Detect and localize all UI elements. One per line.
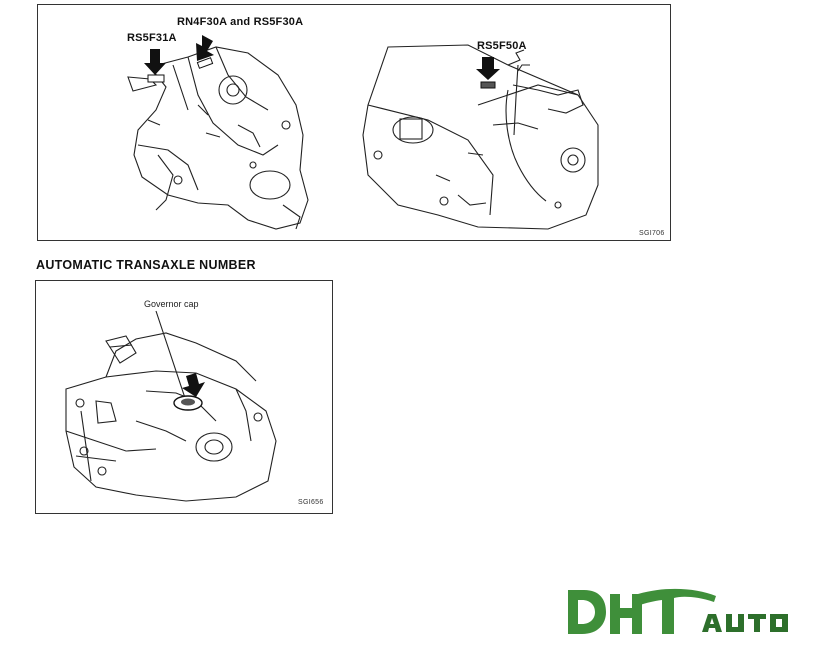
label-rn4f30a-rs5f30a: RN4F30A and RS5F30A: [177, 16, 304, 28]
left-transaxle-drawing: [127, 35, 599, 230]
dhtauto-logo: [568, 588, 788, 634]
governor-cap-callout: Governor cap: [144, 299, 199, 309]
figure-code-bottom: SGI656: [298, 499, 324, 506]
arrow-icon-rs5f31a: [144, 49, 166, 75]
manual-transaxle-figure: RN4F30A and RS5F30A RS5F31A RS5F50A SGI7…: [37, 4, 671, 241]
arrow-icon-rn4f30a: [196, 35, 214, 61]
label-rs5f50a: RS5F50A: [477, 40, 527, 52]
figure-code-top: SGI706: [639, 230, 665, 237]
automatic-transaxle-heading: AUTOMATIC TRANSAXLE NUMBER: [36, 258, 256, 272]
automatic-transaxle-figure: Governor cap SGI656: [35, 280, 333, 514]
arrow-icon-governor-cap: [182, 373, 205, 397]
automatic-transaxle-drawing: [65, 310, 277, 502]
label-rs5f31a: RS5F31A: [127, 32, 177, 44]
arrow-icon-rs5f50a: [476, 57, 500, 80]
